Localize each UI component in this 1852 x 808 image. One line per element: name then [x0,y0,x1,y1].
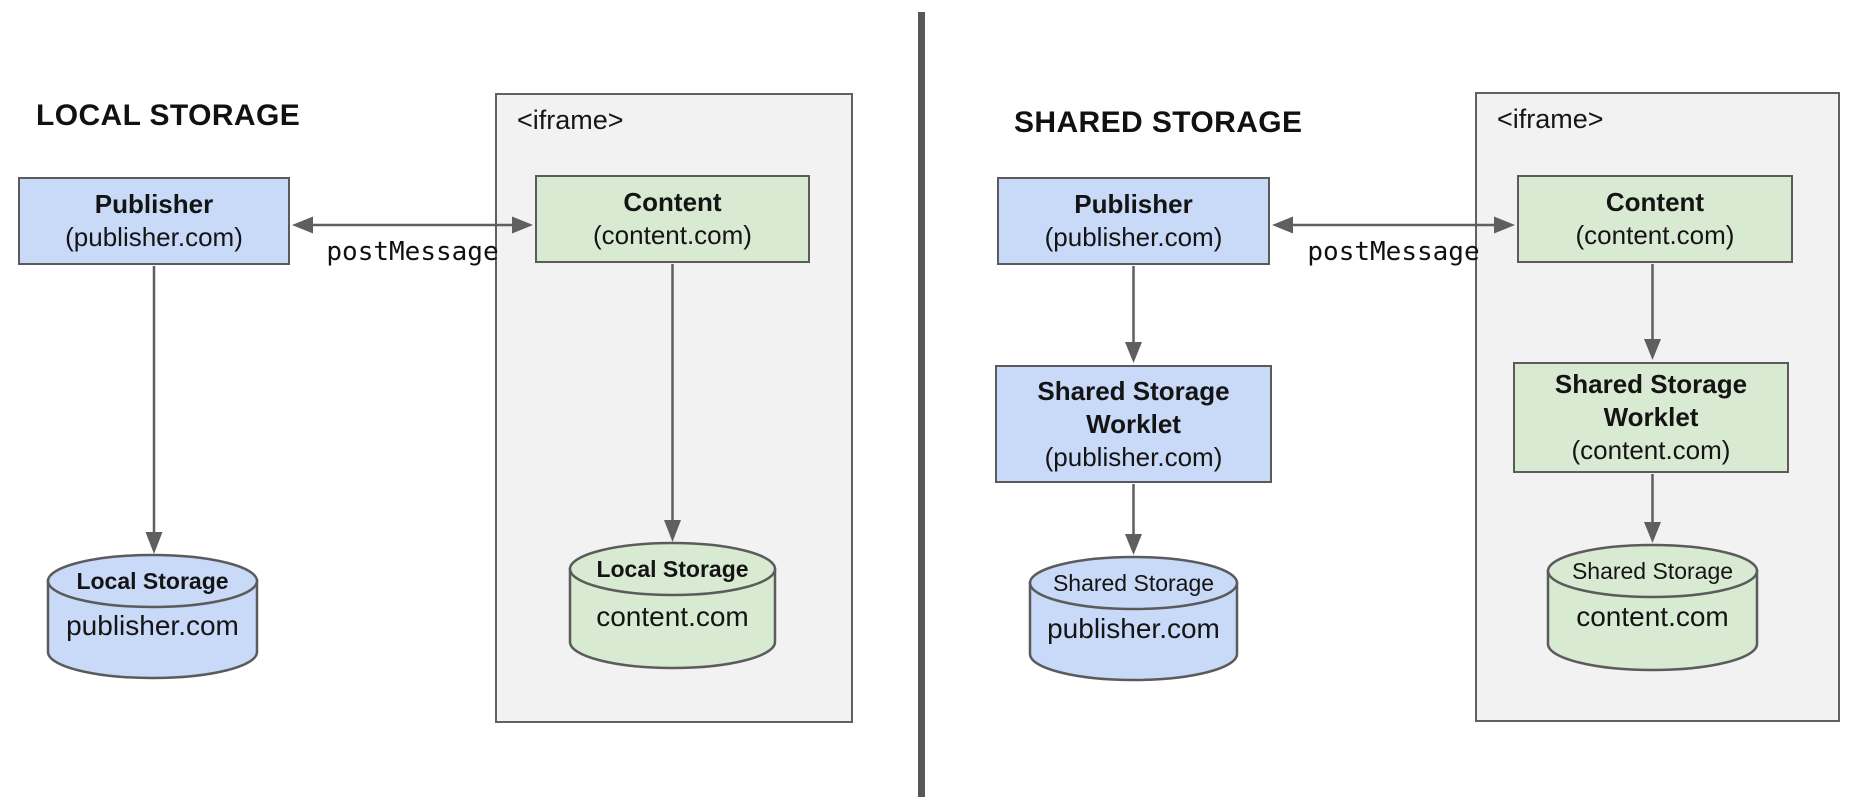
iframe-label-left: <iframe> [517,105,624,135]
content-origin: (content.com) [593,220,752,250]
content-box-left: Content (content.com) [535,175,810,263]
shared-storage-cylinder-domain: content.com [1576,601,1729,632]
publisher-name: Publisher [1074,189,1193,219]
content-name: Content [623,187,722,217]
shared-storage-title: SHARED STORAGE [1014,106,1303,139]
post-message-label-left: postMessage [326,237,499,267]
panel-divider [918,12,925,797]
content-box-right: Content (content.com) [1517,175,1793,263]
local-storage-cylinder-domain: publisher.com [66,610,239,641]
content-name: Content [1605,187,1705,217]
publisher-origin: (publisher.com) [1044,222,1223,252]
local-storage-cylinder-domain: content.com [596,601,749,632]
shared-storage-worklet-box-publisher: Shared Storage Worklet (publisher.com) [995,365,1272,483]
shared-storage-cylinder-label: Shared Storage [1571,558,1734,584]
publisher-name: Publisher [94,189,214,219]
publisher-origin: (publisher.com) [65,222,243,252]
content-origin: (content.com) [1575,220,1735,250]
local-storage-title: LOCAL STORAGE [36,99,301,132]
shared-storage-cylinder-domain: publisher.com [1047,613,1220,644]
shared-storage-cylinder-label: Shared Storage [1052,570,1215,596]
local-storage-cylinder-label: Local Storage [596,556,749,582]
worklet-name: Shared Storage Worklet [1037,375,1230,439]
worklet-origin: (content.com) [1571,435,1731,465]
publisher-box-right: Publisher (publisher.com) [997,177,1270,265]
publisher-box-left: Publisher (publisher.com) [18,177,290,265]
down-arrow-worklet-publisher [1125,484,1142,555]
worklet-origin: (publisher.com) [1044,441,1223,472]
shared-storage-worklet-box-content: Shared Storage Worklet (content.com) [1513,362,1789,473]
down-arrow-publisher-left [145,266,163,554]
local-storage-cylinder-label: Local Storage [76,568,229,594]
iframe-label-right: <iframe> [1497,104,1604,134]
worklet-name: Shared Storage Worklet [1554,369,1748,432]
down-arrow-publisher-right [1125,266,1142,363]
post-message-label-right: postMessage [1307,237,1480,267]
